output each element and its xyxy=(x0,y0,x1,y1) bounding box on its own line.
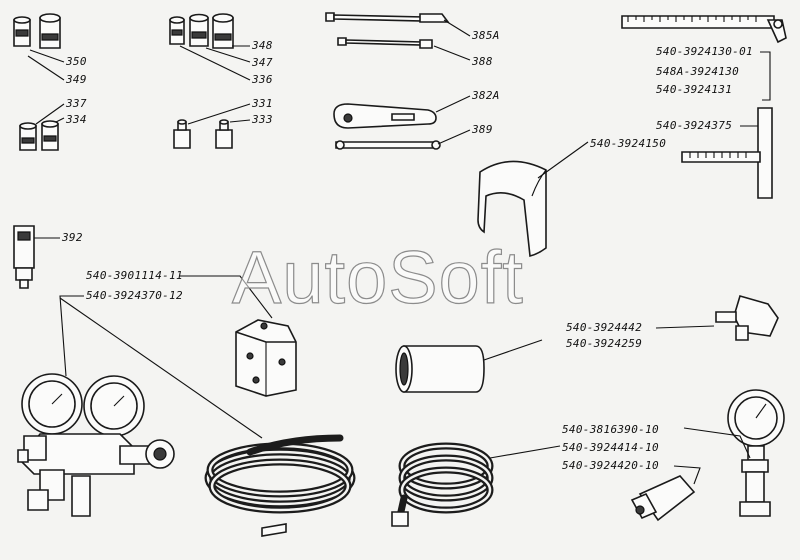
socket-347 xyxy=(189,13,209,47)
socket-348 xyxy=(169,16,185,45)
leader-333 xyxy=(229,119,251,123)
label-540-3924131: 540-3924131 xyxy=(656,83,733,96)
nozzle xyxy=(630,475,696,522)
label-334: 334 xyxy=(66,113,87,126)
fitting xyxy=(715,295,779,341)
label-540-3924150: 540-3924150 xyxy=(590,137,667,150)
label-540-3924414-10: 540-3924414-10 xyxy=(562,441,659,454)
label-540-3924420-10: 540-3924420-10 xyxy=(562,459,659,472)
leader-334 xyxy=(55,117,65,123)
leader-half-shell xyxy=(537,141,589,179)
leader-nozzle xyxy=(673,465,701,485)
label-331: 331 xyxy=(252,97,273,110)
label-540-3924259: 540-3924259 xyxy=(566,337,643,350)
label-540-3901114-11: 540-3901114-11 xyxy=(86,269,183,282)
socket-349 xyxy=(39,13,61,49)
leader-382A xyxy=(435,95,471,113)
label-392: 392 xyxy=(62,231,83,244)
leader-350 xyxy=(29,49,65,63)
leader-regulator-2 xyxy=(59,297,263,439)
hose-long xyxy=(204,434,356,537)
label-347: 347 xyxy=(252,56,273,69)
leader-347 xyxy=(205,47,251,63)
handle-389 xyxy=(335,140,441,150)
label-540-3816390-10: 540-3816390-10 xyxy=(562,423,659,436)
hose-coil xyxy=(391,442,494,527)
label-540-3924375: 540-3924375 xyxy=(656,119,733,132)
label-336: 336 xyxy=(252,73,273,86)
ratchet-382A xyxy=(333,103,437,129)
socket-350 xyxy=(13,16,31,47)
half-shell xyxy=(477,160,547,257)
leader-regulator-1 xyxy=(59,295,84,377)
label-389: 389 xyxy=(472,123,493,136)
leader-331 xyxy=(187,103,251,125)
gas-regulator xyxy=(17,373,175,517)
label-333: 333 xyxy=(252,113,273,126)
leader-hose-coil xyxy=(489,445,561,459)
label-348: 348 xyxy=(252,39,273,52)
watermark: AutoSoft xyxy=(231,236,524,319)
label-548A-3924130: 548A-3924130 xyxy=(656,65,740,78)
adapter-331 xyxy=(173,119,191,149)
depth-gauge xyxy=(621,15,787,44)
leader-sleeve xyxy=(483,339,543,361)
label-337: 337 xyxy=(66,97,87,110)
leader-389 xyxy=(437,129,471,145)
leader-336 xyxy=(179,45,251,81)
leader-gauge xyxy=(760,51,771,101)
extension-385A xyxy=(325,12,450,23)
adapter-333 xyxy=(215,119,233,149)
extension-388 xyxy=(337,37,433,49)
label-349: 349 xyxy=(66,73,87,86)
leader-349 xyxy=(27,55,65,81)
label-388: 388 xyxy=(472,55,493,68)
socket-334 xyxy=(41,120,59,151)
label-382A: 382A xyxy=(472,89,500,102)
label-385A: 385A xyxy=(472,29,500,42)
leader-pressure-gauge xyxy=(683,427,751,459)
label-540-3924130-01: 540-3924130-01 xyxy=(656,45,753,58)
label-350: 350 xyxy=(66,55,87,68)
pressure-gauge xyxy=(727,389,785,517)
t-gauge xyxy=(681,107,773,199)
sleeve xyxy=(395,345,485,393)
label-540-3924442: 540-3924442 xyxy=(566,321,643,334)
leader-hex-socket xyxy=(180,275,273,319)
leader-337 xyxy=(35,103,65,125)
hex-socket xyxy=(235,319,297,397)
socket-336 xyxy=(212,13,234,49)
leader-fitting xyxy=(655,325,715,329)
label-540-3924370-12: 540-3924370-12 xyxy=(86,289,183,302)
socket-337 xyxy=(19,122,37,151)
valve-392 xyxy=(13,225,35,289)
leader-385A xyxy=(443,19,471,37)
leader-388 xyxy=(433,45,471,61)
